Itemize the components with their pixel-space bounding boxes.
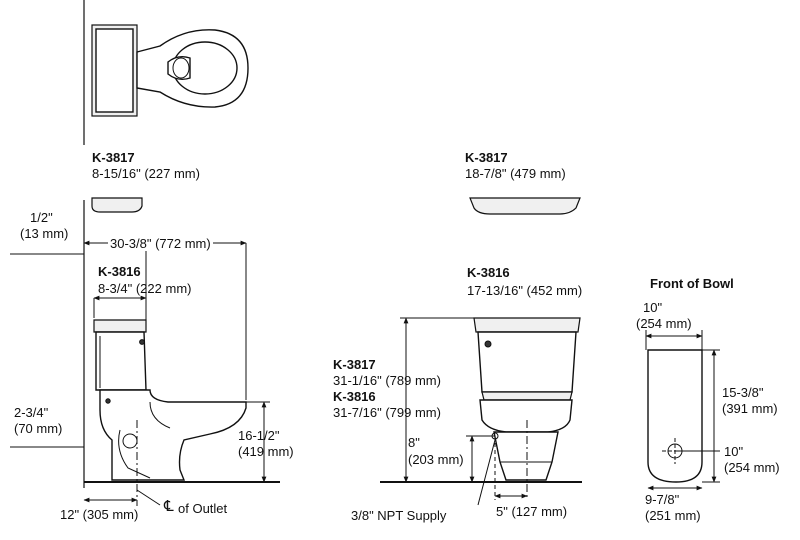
front-tank [477,331,577,393]
side-trapway [118,429,151,479]
front-k3817-height: 31-1/16" (789 mm) [333,373,441,388]
front-pedestal [493,431,559,481]
side-tank [95,331,147,391]
top-k3817-dim: 8-15/16" (227 mm) [92,166,200,181]
plan-drain-opening [172,57,190,79]
lid-k3817-dim: 18-7/8" (479 mm) [465,166,566,181]
top-plan-view [83,0,249,145]
rim-height-label-1: 16-1/2" [238,428,280,443]
bowl-top-width-1: 10" [643,300,663,315]
front-k3816-height: 31-7/16" (799 mm) [333,405,441,420]
front-elevation [380,317,582,506]
front-k3817-model: K-3817 [333,357,376,372]
k3817-side-lid [91,197,143,213]
front-bowl-rim [479,399,573,433]
supply-label: 3/8" NPT Supply [351,508,447,523]
outlet-leader [136,489,161,506]
bowl-bottom-width-1: 9-7/8" [645,492,680,507]
front-tank-lid [473,317,581,333]
length-label: 30-3/8" (772 mm) [108,236,213,251]
front-k3816-dim: 17-13/16" (452 mm) [467,283,583,298]
front-k3816-model: K-3816 [467,265,510,280]
front-flush-handle [484,340,492,348]
bowl-top-width-2: (254 mm) [636,316,692,331]
bowl-front-title: Front of Bowl [650,276,734,291]
bowl-outlet-2: (254 mm) [724,460,780,475]
plan-tank-inner [95,28,134,113]
side-k3816-dim: 8-3/4" (222 mm) [98,281,192,296]
supply-height-label-1: 8" [408,435,420,450]
rim-height-label-2: (419 mm) [238,444,294,459]
bowl-outlet-1: 10" [724,444,744,459]
lid-k3817-model: K-3817 [465,150,508,165]
outlet-label: of Outlet [178,501,228,516]
wall-offset-label-1: 1/2" [30,210,53,225]
outlet-dist-label: 12" (305 mm) [60,507,139,522]
bowl-bottom-width-2: (251 mm) [645,508,701,523]
side-bowl-inner [149,401,171,429]
top-k3817-model: K-3817 [92,150,135,165]
floor-offset-label-1: 2-3/4" [14,405,49,420]
bowl-length-2: (391 mm) [722,401,778,416]
supply-leader [477,439,496,506]
side-tank-bolt [105,398,111,404]
side-bowl [99,389,247,481]
bowl-outline [647,349,703,483]
bowl-length-1: 15-3/8" [722,385,764,400]
bowl-front-plan [645,330,720,491]
supply-height-label-2: (203 mm) [408,452,464,467]
centerline-symbol: ℄ [164,498,174,515]
front-k3816-model-b: K-3816 [333,389,376,404]
k3817-front-lid [469,197,581,215]
side-flush-handle [139,339,145,345]
supply-offset-label: 5" (127 mm) [496,504,568,519]
side-tank-lid [93,319,147,333]
front-tank-base [481,391,573,401]
plan-seat-hinge [167,55,191,81]
wall-offset-label-2: (13 mm) [20,226,69,241]
side-k3816-model: K-3816 [98,264,141,279]
floor-offset-label-2: (70 mm) [14,421,63,436]
